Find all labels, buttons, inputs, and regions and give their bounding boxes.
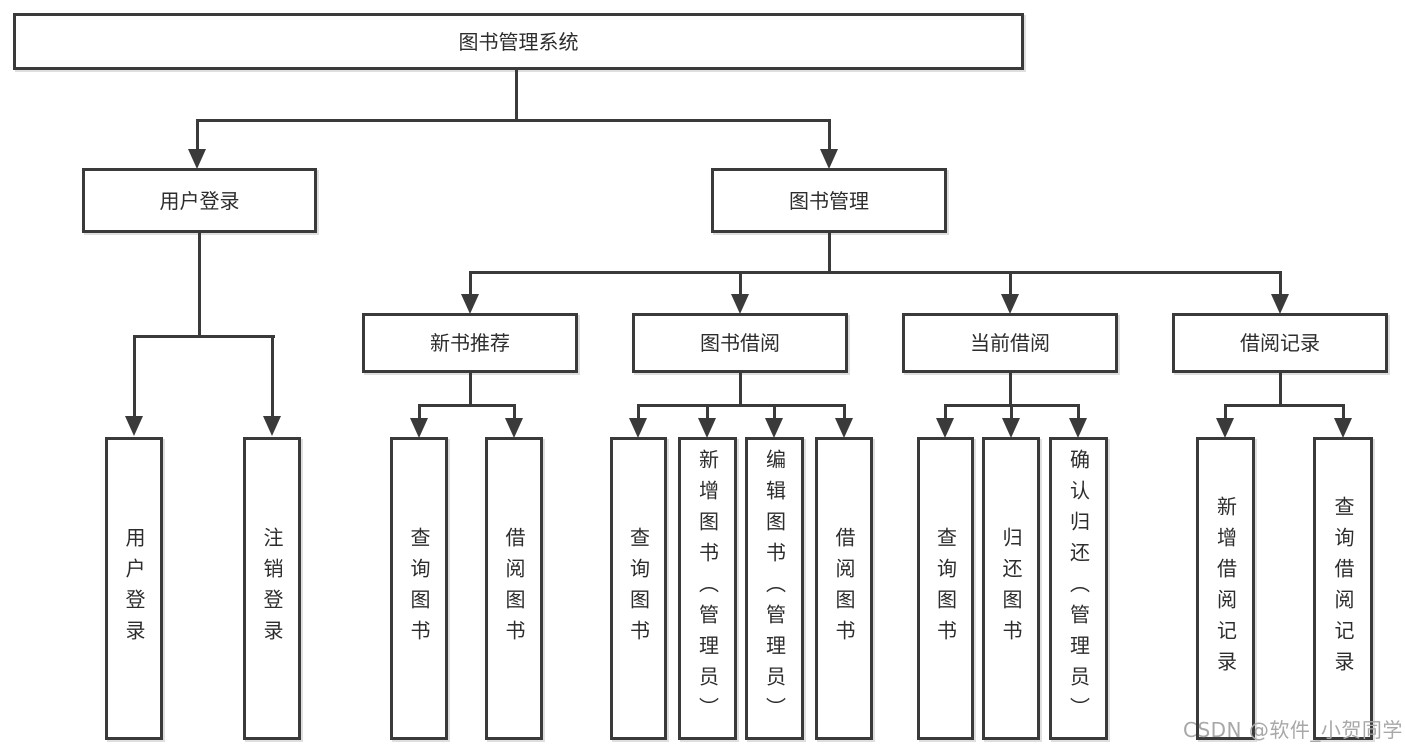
connector-recommendation-branch <box>418 404 516 407</box>
arrow-to-borrowing-add <box>698 404 716 438</box>
arrow-to-borrowing-records <box>1271 271 1289 314</box>
connector-root-stem <box>515 68 518 122</box>
arrow-to-user-login <box>188 119 206 169</box>
leaf-borrowing-query-books: 查询图书 <box>610 437 667 740</box>
leaf-current-confirm-return-admin: 确认归还（管理员） <box>1049 437 1108 740</box>
arrow-to-current-confirm <box>1069 404 1087 438</box>
node-root-library-management-system: 图书管理系统 <box>13 13 1024 70</box>
arrow-to-new-book-recommendation <box>461 271 479 314</box>
connector-records-branch <box>1224 404 1345 407</box>
connector-user-login-stem <box>198 232 201 338</box>
connector-recommendation-stem <box>469 372 472 407</box>
arrow-to-recommend-borrow <box>505 404 523 438</box>
arrow-to-current-borrowing <box>1001 271 1019 314</box>
arrow-to-book-management <box>820 119 838 169</box>
arrow-to-leaf-logout <box>263 335 281 436</box>
node-borrowing-records: 借阅记录 <box>1172 313 1388 373</box>
node-book-borrowing: 图书借阅 <box>632 313 848 373</box>
node-current-borrowing: 当前借阅 <box>902 313 1118 373</box>
connector-borrowing-stem <box>739 372 742 407</box>
leaf-user-login: 用户登录 <box>105 437 163 740</box>
arrow-to-recommend-query <box>410 404 428 438</box>
node-new-book-recommendation: 新书推荐 <box>362 313 578 373</box>
connector-current-stem <box>1009 372 1012 407</box>
node-book-management: 图书管理 <box>711 168 947 233</box>
arrow-to-records-query <box>1334 404 1352 438</box>
connector-book-management-branch <box>469 271 1282 274</box>
arrow-to-borrowing-edit <box>765 404 783 438</box>
arrow-to-borrowing-query <box>629 404 647 438</box>
leaf-borrowing-edit-books-admin: 编辑图书（管理员） <box>745 437 804 740</box>
arrow-to-borrowing-borrow <box>835 404 853 438</box>
connector-borrowing-branch <box>637 404 846 407</box>
connector-root-branch <box>197 119 831 122</box>
arrow-to-current-query <box>936 404 954 438</box>
arrow-to-records-add <box>1216 404 1234 438</box>
connector-records-stem <box>1279 372 1282 407</box>
leaf-borrowing-add-books-admin: 新增图书（管理员） <box>678 437 737 740</box>
leaf-records-query-borrow-record: 查询借阅记录 <box>1313 437 1373 740</box>
arrow-to-current-return <box>1002 404 1020 438</box>
leaf-records-add-borrow-record: 新增借阅记录 <box>1196 437 1255 740</box>
connector-user-login-branch <box>133 335 275 338</box>
leaf-borrowing-borrow-books: 借阅图书 <box>815 437 873 740</box>
arrow-to-leaf-user-login <box>125 335 143 436</box>
leaf-current-return-books: 归还图书 <box>982 437 1040 740</box>
arrow-to-book-borrowing <box>731 271 749 314</box>
leaf-current-query-books: 查询图书 <box>917 437 974 740</box>
connector-book-management-stem <box>828 232 831 274</box>
leaf-logout: 注销登录 <box>243 437 301 740</box>
leaf-recommend-query-books: 查询图书 <box>390 437 448 740</box>
node-user-login: 用户登录 <box>82 168 317 233</box>
csdn-watermark: CSDN @软件_小贺同学 <box>1183 718 1403 742</box>
leaf-recommend-borrow-books: 借阅图书 <box>485 437 543 740</box>
